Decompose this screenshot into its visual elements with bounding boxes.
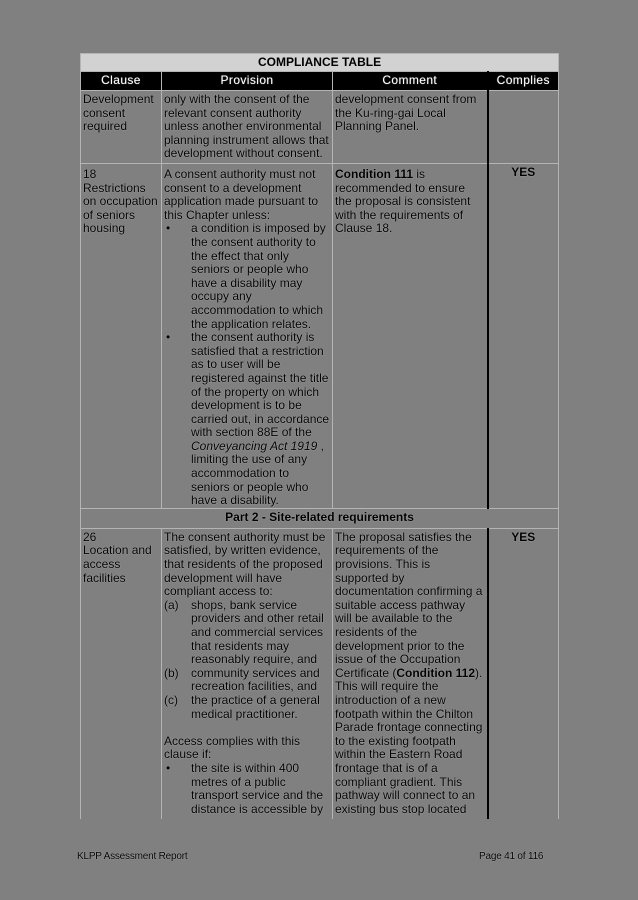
list-item: • a condition is imposed by the consent … — [166, 221, 330, 331]
bullet-text: a condition is imposed by the consent au… — [191, 221, 326, 331]
access-bullet-list: • the site is within 400 metres of a pub… — [164, 760, 330, 816]
item-text: the practice of a general medical practi… — [191, 692, 320, 721]
provision-intro: A consent authority must not consent to … — [164, 167, 319, 222]
item-letter: (a) — [164, 597, 179, 612]
provision-cell: The consent authority must be satisfied,… — [161, 527, 333, 820]
table-row: Development consent required only with t… — [80, 90, 560, 164]
table-title-row: COMPLIANCE TABLE — [79, 53, 560, 72]
clause-cell: 26 Location and access facilities — [80, 527, 162, 820]
list-item: • the site is within 400 metres of a pub… — [166, 760, 330, 816]
provision-intro: The consent authority must be satisfied,… — [164, 529, 326, 599]
list-item: (a) shops, bank service providers and ot… — [164, 597, 330, 667]
item-letter: (c) — [164, 692, 178, 707]
condition-reference: Condition 112 — [396, 665, 476, 680]
compliance-table: COMPLIANCE TABLE Clause Provision Commen… — [79, 53, 560, 820]
comment-cell: development consent from the Ku-ring-gai… — [332, 90, 488, 164]
bullet-icon: • — [166, 221, 171, 236]
bullet-icon: • — [166, 330, 171, 345]
column-header-provision: Provision — [161, 71, 333, 91]
comment-text: development consent from the Ku-ring-gai… — [335, 92, 477, 134]
access-intro: Access complies with this clause if: — [164, 733, 301, 762]
table-header-row: Clause Provision Comment Complies — [80, 71, 560, 91]
list-item: (b) community services and recreation fa… — [164, 665, 330, 694]
section-heading-row: Part 2 - Site-related requirements — [79, 507, 560, 529]
list-item: (c) the practice of a general medical pr… — [164, 692, 330, 721]
condition-reference: Condition 111 — [335, 167, 414, 181]
list-item: • the consent authority is satisfied tha… — [166, 330, 330, 508]
comment-text: is recommended to ensure the proposal is… — [335, 167, 471, 236]
bullet-text: , limiting the use of any accommodation … — [191, 438, 324, 508]
clause-cell: 18 Restrictions on occupation of seniors… — [80, 163, 162, 509]
complies-cell — [486, 90, 560, 164]
comment-cell: Condition 111 is recommended to ensure t… — [332, 163, 488, 509]
provision-lettered-list: (a) shops, bank service providers and ot… — [164, 597, 330, 721]
provision-bullet-list: • a condition is imposed by the consent … — [164, 221, 330, 508]
bullet-text: the site is within 400 metres of a publi… — [191, 760, 324, 816]
clause-title: Restrictions on occupation of seniors ho… — [83, 180, 158, 236]
act-title: Conveyancing Act 1919 — [191, 438, 318, 453]
column-header-clause: Clause — [80, 71, 162, 91]
footer-report-title: KLPP Assessment Report — [77, 851, 188, 862]
complies-cell: YES — [486, 163, 560, 509]
footer-page-number: Page 41 of 116 — [479, 851, 544, 862]
provision-cell: A consent authority must not consent to … — [161, 163, 333, 509]
item-text: shops, bank service providers and other … — [191, 597, 324, 667]
complies-cell: YES — [486, 527, 560, 820]
clause-number: 26 — [83, 529, 97, 544]
provision-cell: only with the consent of the relevant co… — [161, 90, 333, 164]
bullet-text: the consent authority is satisfied that … — [191, 330, 330, 440]
provision-text: only with the consent of the relevant co… — [164, 92, 329, 161]
comment-text: The proposal satisfies the requirements … — [335, 529, 483, 680]
section-heading: Part 2 - Site-related requirements — [79, 507, 560, 529]
clause-title: Development consent required — [83, 92, 154, 134]
comment-cell: The proposal satisfies the requirements … — [332, 527, 488, 820]
item-text: community services and recreation facili… — [191, 665, 320, 694]
clause-cell: Development consent required — [80, 90, 162, 164]
table-row: 26 Location and access facilities The co… — [80, 527, 560, 820]
item-letter: (b) — [164, 665, 179, 680]
table-title: COMPLIANCE TABLE — [79, 53, 560, 72]
comment-text: ). This will require the introduction of… — [335, 665, 483, 816]
spacer — [164, 721, 330, 735]
column-header-comment: Comment — [332, 71, 488, 91]
bullet-icon: • — [166, 760, 171, 775]
clause-number: 18 — [83, 167, 97, 181]
clause-title: Location and access facilities — [83, 543, 152, 585]
column-header-complies: Complies — [486, 71, 560, 91]
table-row: 18 Restrictions on occupation of seniors… — [80, 163, 560, 509]
